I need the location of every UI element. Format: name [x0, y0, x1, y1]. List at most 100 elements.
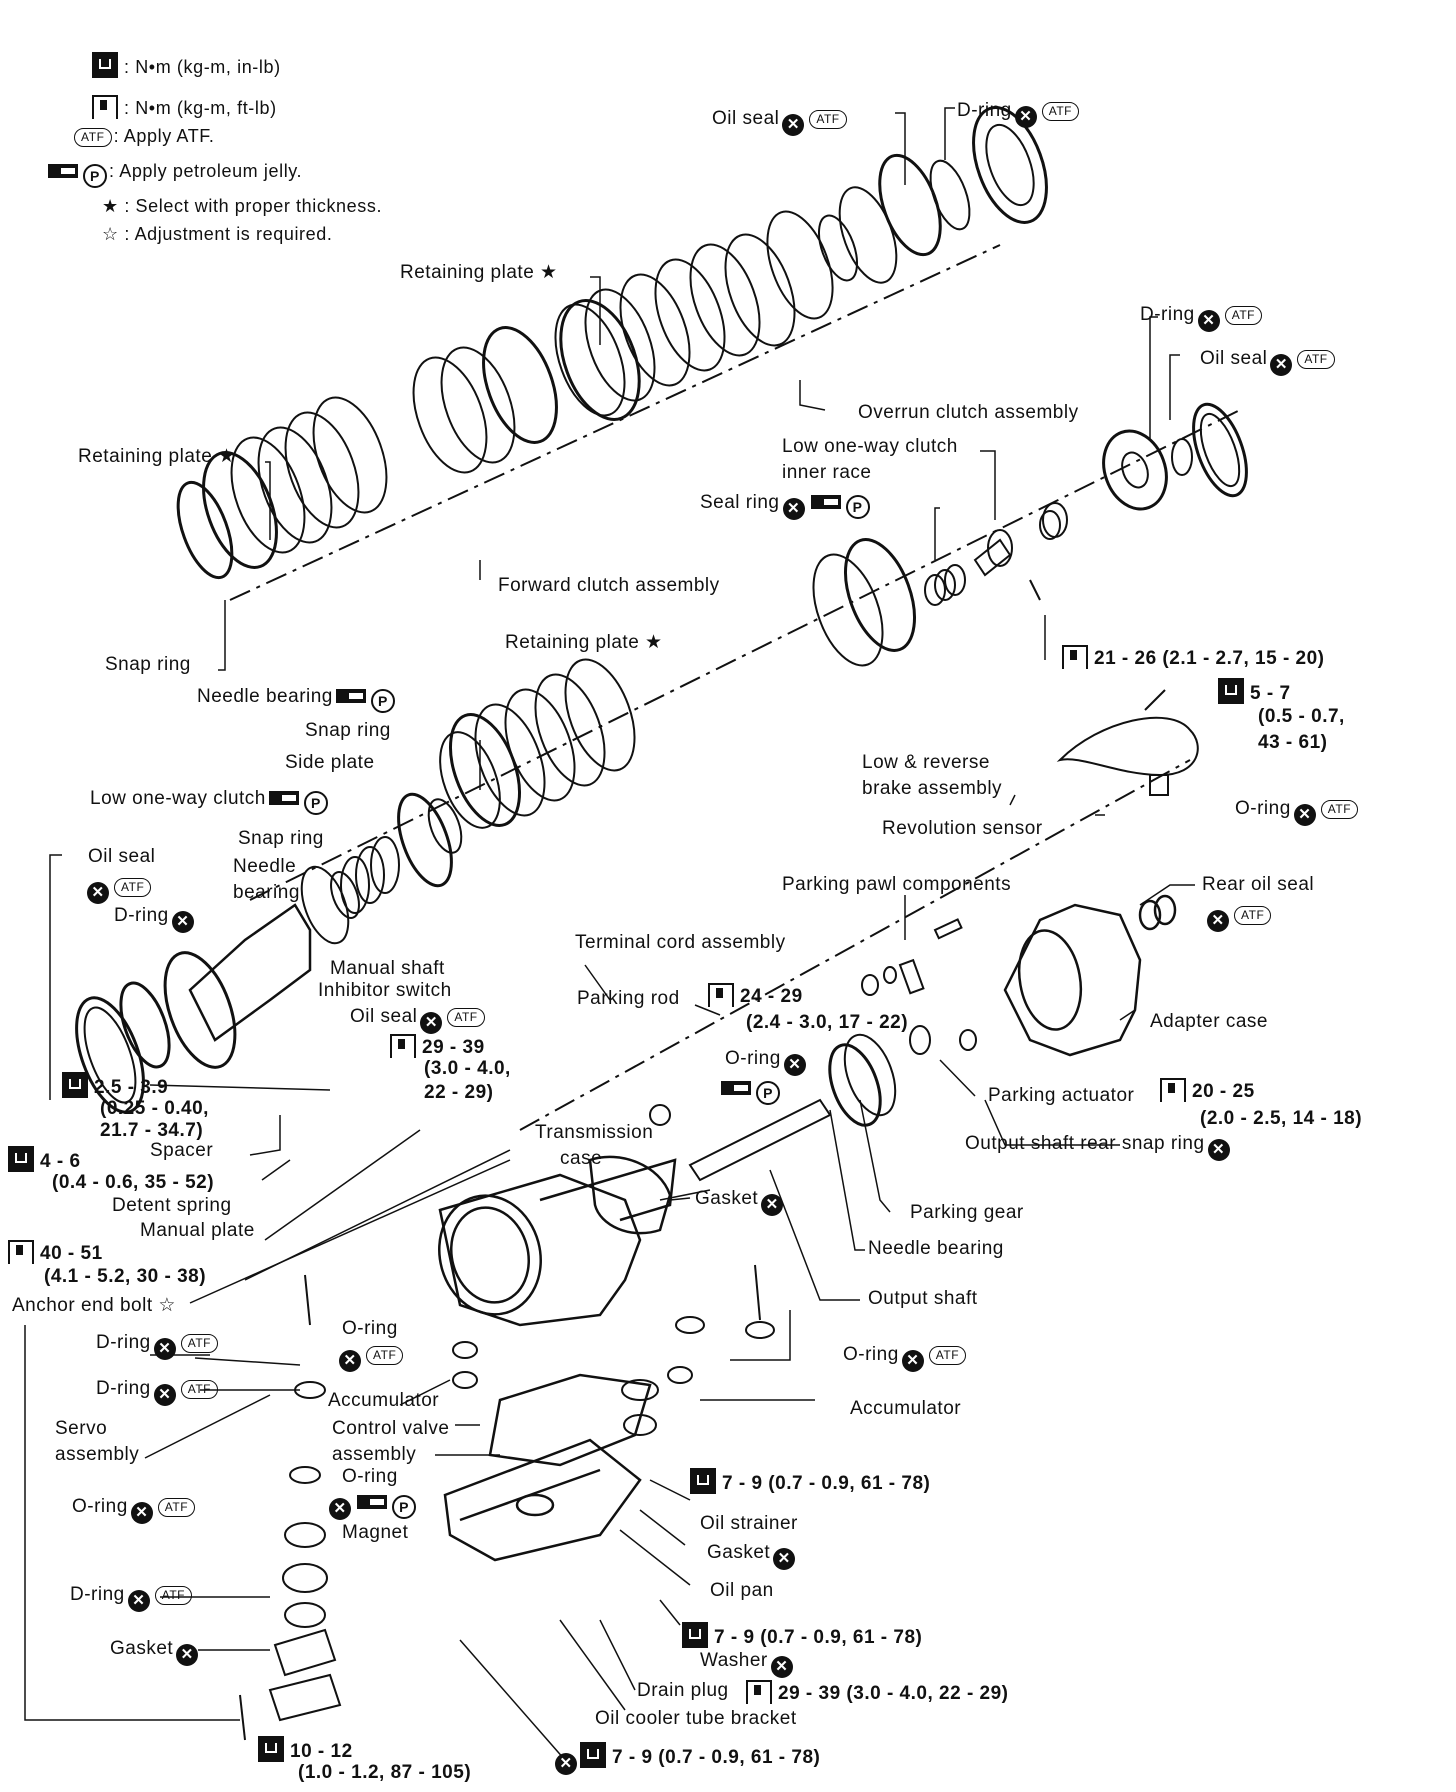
label-torque-24-29-a: 24 - 29 — [708, 983, 803, 1008]
p-icon: P — [303, 791, 328, 815]
label-accumulator-left: Accumulator — [328, 1390, 440, 1411]
label-torque-5-7-c: 43 - 61) — [1258, 732, 1328, 753]
label-o-ring-servo: O-ring✕ATF — [72, 1496, 197, 1524]
label-adapter-case: Adapter case — [1150, 1011, 1268, 1032]
label-d-ring-top: D-ring✕ATF — [957, 100, 1081, 128]
label-o-ring-shaft-icons: P — [718, 1078, 782, 1105]
label-torque-10-12-b: (1.0 - 1.2, 87 - 105) — [298, 1762, 472, 1783]
label-gasket-case: Gasket✕ — [695, 1188, 786, 1216]
x-icon: ✕ — [339, 1350, 361, 1372]
star-icon: ★ — [645, 632, 663, 653]
x-icon: ✕ — [782, 498, 805, 520]
torque-inlb-icon — [8, 1146, 34, 1172]
atf-icon: ATF — [74, 128, 112, 147]
label-anchor-end-bolt: Anchor end bolt ☆ — [12, 1295, 176, 1316]
label-snap-ring-2: Snap ring — [305, 720, 391, 741]
legend-row-2: : N•m (kg-m, ft-lb) — [92, 95, 277, 119]
label-rear-oil-seal-icons: ✕ ATF — [1204, 904, 1273, 932]
label-seal-ring: Seal ring✕P — [700, 492, 872, 520]
jelly-icon — [357, 1495, 387, 1509]
label-torque-21-26: 21 - 26 (2.1 - 2.7, 15 - 20) — [1062, 645, 1325, 670]
torque-ftlb-icon — [92, 95, 118, 119]
label-torque-7-9-b: 7 - 9 (0.7 - 0.9, 61 - 78) — [682, 1622, 922, 1649]
p-icon: P — [370, 689, 395, 713]
label-o-ring-right: O-ring✕ATF — [843, 1344, 968, 1372]
atf-icon: ATF — [180, 1380, 219, 1399]
torque-inlb-icon — [1218, 678, 1244, 704]
label-rear-oil-seal: Rear oil seal — [1202, 874, 1315, 895]
x-icon: ✕ — [153, 1338, 176, 1360]
legend-row-1: : N•m (kg-m, in-lb) — [92, 52, 281, 78]
label-manual-plate: Manual plate — [140, 1220, 255, 1241]
label-torque-40-51-b: (4.1 - 5.2, 30 - 38) — [44, 1266, 207, 1287]
label-oil-cooler-bracket: Oil cooler tube bracket — [595, 1708, 797, 1729]
x-icon: ✕ — [153, 1384, 176, 1406]
atf-icon: ATF — [180, 1334, 219, 1353]
x-icon: ✕ — [1293, 804, 1316, 826]
p-icon: P — [756, 1081, 780, 1105]
adapter-case-part — [1003, 894, 1177, 1057]
torque-ftlb-icon — [708, 983, 734, 1007]
label-low-one-way-inner-1: Low one-way clutch — [782, 436, 958, 457]
torque-ftlb-icon — [1062, 645, 1088, 669]
label-torque-drain: 29 - 39 (3.0 - 4.0, 22 - 29) — [746, 1680, 1009, 1705]
label-drain-plug: Drain plug — [637, 1680, 729, 1701]
label-d-ring-servo-1: D-ring✕ATF — [96, 1332, 220, 1360]
label-servo-1: Servo — [55, 1418, 108, 1439]
label-parking-gear: Parking gear — [910, 1202, 1024, 1223]
label-manual-shaft: Manual shaft — [330, 958, 445, 979]
label-d-ring-right: D-ring✕ATF — [1140, 304, 1264, 332]
label-control-valve-2: assembly — [332, 1444, 417, 1465]
label-torque-24-29-b: (2.4 - 3.0, 17 - 22) — [746, 1012, 909, 1033]
x-icon: ✕ — [176, 1644, 199, 1666]
x-icon: ✕ — [1197, 310, 1220, 332]
revolution-sensor-part — [1056, 689, 1199, 796]
atf-icon: ATF — [1234, 906, 1272, 925]
label-o-ring-acc-icons: ✕ATF — [336, 1344, 405, 1372]
x-icon: ✕ — [1207, 910, 1229, 932]
x-icon: ✕ — [1014, 106, 1037, 128]
servo-parts — [239, 1274, 342, 1741]
label-needle-bearing-3: Needle bearing — [868, 1238, 1004, 1259]
inner-race-parts — [924, 402, 1248, 606]
label-needle-bearing-2b: bearing — [233, 882, 300, 903]
transmission-case-part — [438, 1155, 677, 1327]
label-torque-4-6-a: 4 - 6 — [8, 1146, 81, 1173]
parking-components — [649, 918, 977, 1182]
label-forward-clutch: Forward clutch assembly — [498, 575, 720, 596]
label-control-valve-1: Control valve — [332, 1418, 450, 1439]
label-side-plate: Side plate — [285, 752, 375, 773]
label-torque-20-25-b: (2.0 - 2.5, 14 - 18) — [1200, 1108, 1363, 1129]
x-icon: ✕ — [782, 114, 805, 136]
label-low-reverse-2: brake assembly — [862, 778, 1003, 799]
x-icon: ✕ — [555, 1753, 577, 1775]
label-o-ring-sensor: O-ring✕ATF — [1235, 798, 1360, 826]
label-detent-spring: Detent spring — [112, 1195, 232, 1216]
label-overrun-clutch: Overrun clutch assembly — [858, 402, 1079, 423]
atf-icon: ATF — [1224, 306, 1263, 325]
atf-icon: ATF — [1041, 102, 1080, 121]
label-low-one-way-inner-2: inner race — [782, 462, 872, 483]
label-magnet: Magnet — [342, 1522, 409, 1543]
label-torque-29-39-a: 29 - 39 — [390, 1034, 485, 1059]
x-icon: ✕ — [773, 1548, 796, 1570]
x-icon: ✕ — [87, 882, 109, 904]
label-gasket-pan: Gasket✕ — [707, 1542, 798, 1570]
atf-icon: ATF — [157, 1498, 196, 1517]
hollow-star-icon: ☆ — [102, 224, 119, 244]
label-torque-7-9-c: ✕7 - 9 (0.7 - 0.9, 61 - 78) — [552, 1742, 820, 1775]
label-oil-strainer: Oil strainer — [700, 1513, 798, 1534]
label-retaining-plate-2: Retaining plate ★ — [78, 446, 236, 467]
label-oil-seal-manual: Oil seal✕ATF — [350, 1006, 487, 1034]
label-snap-ring-3: Snap ring — [238, 828, 324, 849]
torque-inlb-icon — [62, 1072, 88, 1098]
x-icon: ✕ — [783, 1054, 806, 1076]
low-one-way-clutch-parts — [75, 792, 463, 1114]
torque-inlb-icon — [258, 1736, 284, 1762]
legend-row-5: ★ : Select with proper thickness. — [102, 196, 383, 216]
label-torque-40-51-a: 40 - 51 — [8, 1240, 103, 1265]
label-washer: Washer✕ — [700, 1650, 796, 1678]
atf-icon: ATF — [114, 878, 152, 897]
